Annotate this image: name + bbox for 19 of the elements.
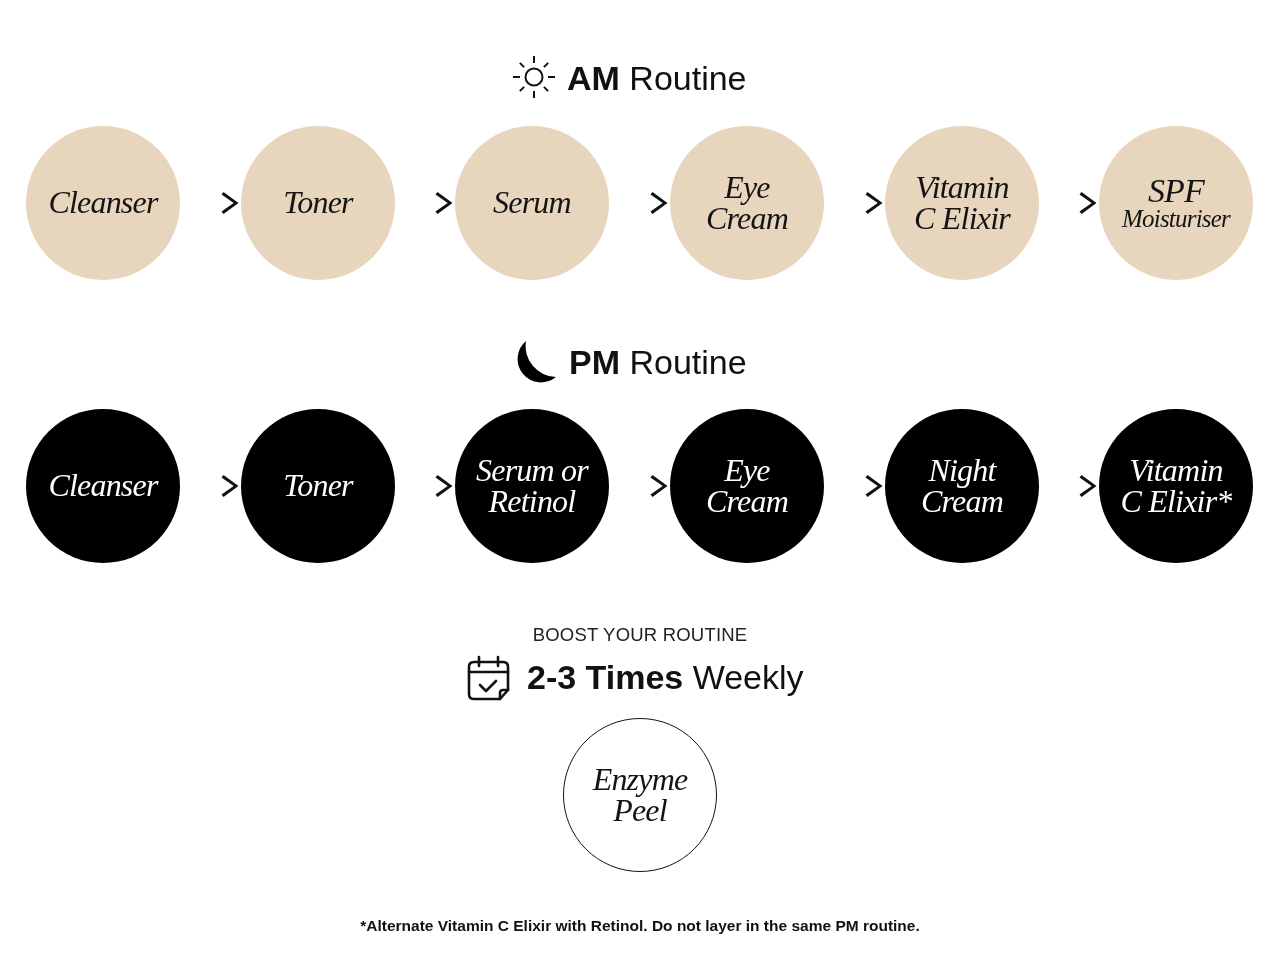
step-label: Enzyme Peel <box>591 763 689 827</box>
step-label: Cleanser <box>47 470 160 502</box>
step-label: Vitamin C Elixir <box>913 171 1012 235</box>
footnote: *Alternate Vitamin C Elixir with Retinol. Do not layer in the same PM routine. <box>360 917 920 935</box>
section-subheading: BOOST YOUR ROUTINE <box>532 624 748 646</box>
step-label: Eye Cream <box>705 454 789 518</box>
step-label: Toner <box>282 470 355 502</box>
section-heading: PM Routine <box>569 342 747 382</box>
step-label: Serum or Retinol <box>475 454 590 518</box>
step-label: Eye Cream <box>705 171 789 235</box>
frequency-heading: 2-3 Times Weekly <box>527 657 804 697</box>
step-label: Vitamin C Elixir* <box>1119 454 1233 518</box>
step-label: Toner <box>282 187 355 219</box>
step-label: SPF <box>1146 174 1206 208</box>
section-heading: AM Routine <box>567 58 747 98</box>
step-label: Night Cream <box>920 454 1004 518</box>
step-label: Cleanser <box>47 187 160 219</box>
step-label: Serum <box>492 187 572 219</box>
step-label: Moisturiser <box>1120 207 1232 232</box>
